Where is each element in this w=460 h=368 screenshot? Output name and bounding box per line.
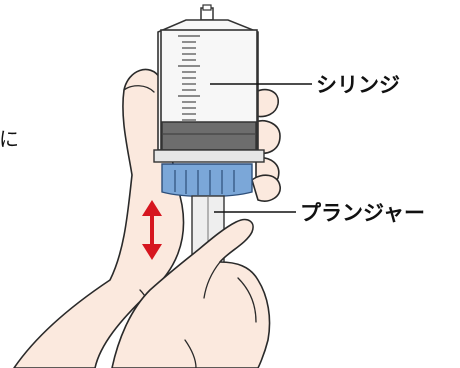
partial-caption-text: に: [0, 127, 19, 151]
syringe-label: シリンジ: [316, 73, 400, 97]
barrel-flange: [154, 150, 264, 162]
plunger-label: プランジャー: [300, 201, 425, 225]
plunger-cap: [162, 164, 252, 197]
rubber-stopper: [162, 122, 256, 150]
